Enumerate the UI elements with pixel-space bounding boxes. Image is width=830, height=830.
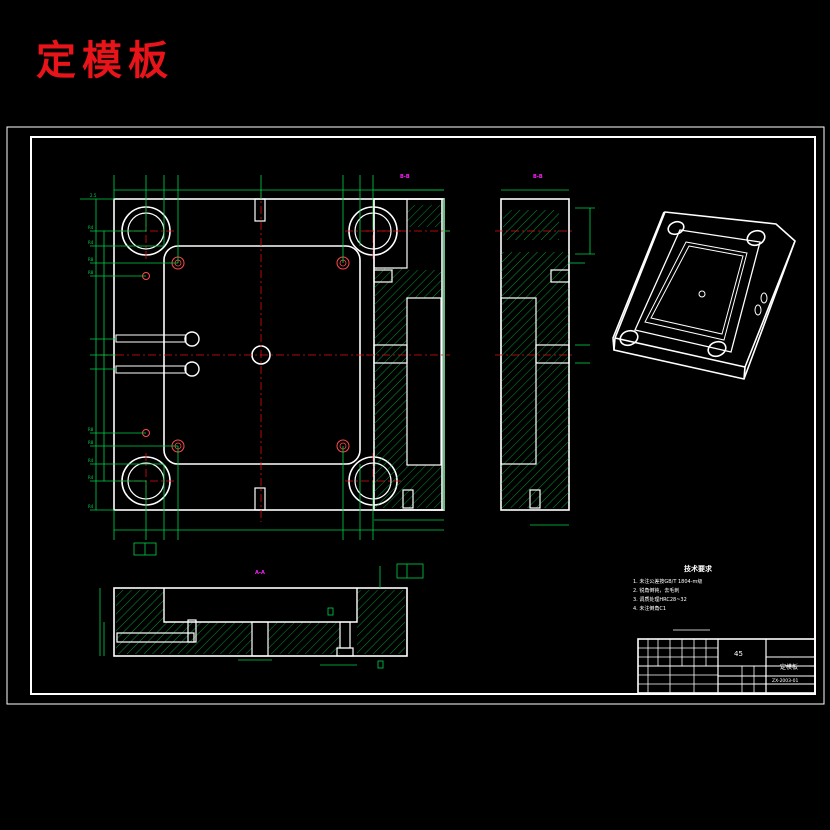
material-value: 45 [734,650,743,658]
part-name-value: 定模板 [780,663,798,671]
tech-req-item-2: 2. 锐角倒钝，去毛刺 [633,587,679,594]
tech-req-item-1: 1. 未注公差按GB/T 1804-m级 [633,578,702,585]
inner-frame [30,136,816,695]
isometric-view [612,211,796,380]
outer-frame [6,126,825,705]
svg-text:R8: R8 [88,270,94,275]
section-bb-label: B-B [533,174,543,180]
section-bb-label-top: B-B [400,174,410,180]
tech-req-item-3: 3. 调质处理HRC28~32 [633,596,687,603]
page-title: 定模板 [36,37,174,84]
tech-requirements-heading: 技术要求 [684,564,713,573]
tech-req-item-4: 4. 未注倒角C1 [633,605,666,612]
svg-text:R8: R8 [88,440,94,445]
title-block [637,638,816,694]
tech-requirements: 技术要求 1. 未注公差按GB/T 1804-m级 2. 锐角倒钝，去毛刺 3.… [633,564,713,612]
svg-text:R4: R4 [88,240,94,245]
side-section-view: B-B [366,174,450,521]
svg-text:R8: R8 [88,427,94,432]
drawing-number-value: ZX-2003-01 [772,678,799,684]
svg-text:R8: R8 [88,257,94,262]
svg-text:R4: R4 [88,475,94,480]
svg-text:R4: R4 [88,225,94,230]
section-aa-view: A-A [99,563,424,669]
svg-text:R4: R4 [88,504,94,509]
svg-text:R4: R4 [88,458,94,463]
svg-text:2.5: 2.5 [90,193,97,198]
section-aa-label: A-A [255,570,265,576]
section-bb-view: B-B [495,174,595,526]
